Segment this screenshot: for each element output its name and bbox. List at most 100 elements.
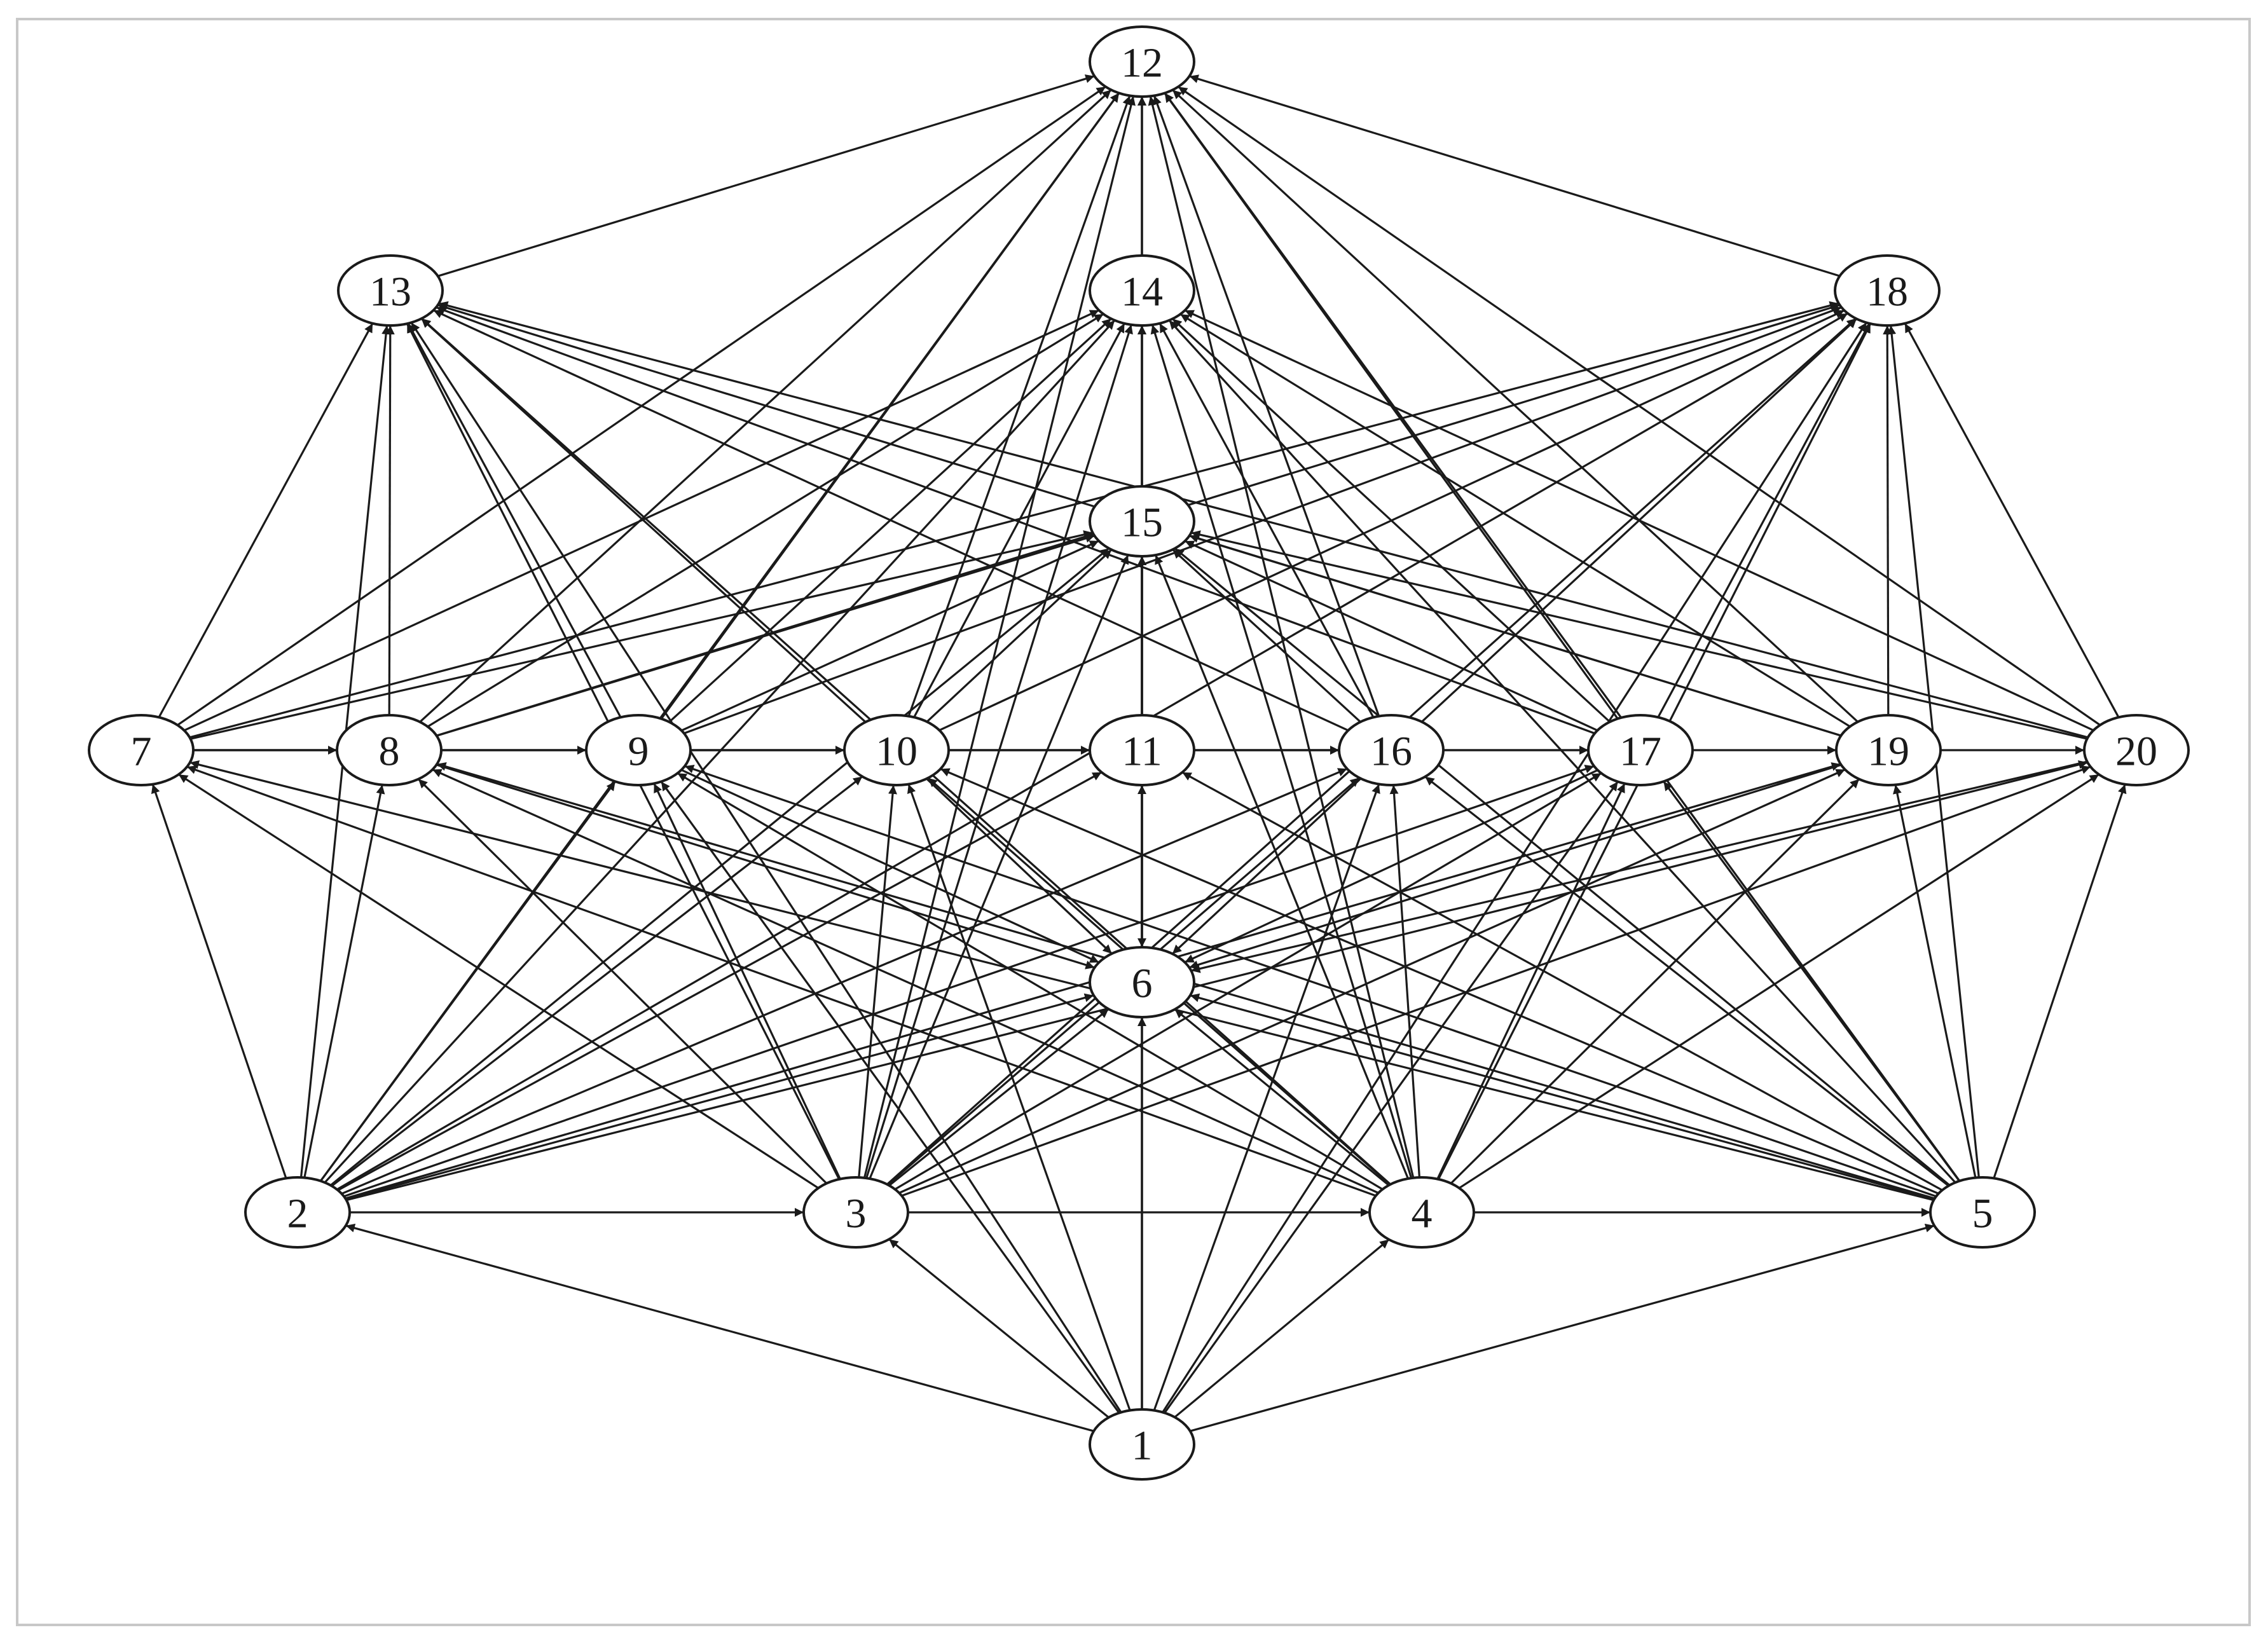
edge-20-18 [1904, 322, 2120, 718]
edge-3-19 [898, 769, 1846, 1194]
node-ellipse [1089, 254, 1195, 327]
edge-1-5 [1190, 1223, 1935, 1432]
node-6: 6 [1089, 946, 1195, 1018]
edge-4-17 [1436, 783, 1626, 1180]
edge-3-9 [653, 783, 841, 1180]
edge-4-7 [186, 765, 1377, 1197]
edge-8-6 [436, 764, 1095, 969]
edge-16-13 [433, 309, 1349, 732]
edge-17-13 [436, 306, 1595, 735]
edge-3-12 [863, 95, 1136, 1179]
node-label: 11 [1122, 729, 1162, 775]
edge-17-18 [1657, 322, 1871, 718]
node-10: 10 [843, 714, 950, 786]
edge-20-15 [1191, 530, 2087, 740]
node-ellipse [1089, 714, 1195, 786]
edge-13-12 [437, 74, 1095, 277]
edge-20-13 [438, 301, 2089, 739]
node-label: 19 [1867, 729, 1909, 775]
edge-19-6 [1188, 764, 1842, 969]
edge-10-12 [907, 95, 1131, 717]
edge-2-16 [341, 767, 1348, 1195]
edge-19-12 [1172, 89, 1859, 723]
node-ellipse [1835, 714, 1942, 786]
node-14: 14 [1089, 254, 1195, 327]
node-label: 8 [379, 729, 400, 775]
edge-3-6 [888, 1008, 1110, 1187]
edge-9-13 [407, 322, 622, 718]
node-label: 1 [1132, 1423, 1153, 1469]
edge-3-8 [417, 778, 828, 1184]
edge-19-14 [1179, 313, 1851, 728]
edge-10-14 [913, 323, 1125, 718]
edge-5-17 [1663, 781, 1960, 1182]
edge-2-7 [151, 784, 287, 1179]
edge-1-9 [660, 781, 1120, 1414]
node-ellipse [1368, 1176, 1475, 1249]
node-ellipse [1089, 485, 1195, 558]
node-5: 5 [1929, 1176, 2036, 1249]
node-ellipse [1089, 25, 1195, 98]
node-ellipse [88, 714, 195, 786]
node-2: 2 [244, 1176, 351, 1249]
node-ellipse [1587, 714, 1694, 786]
edge-8-13 [385, 325, 395, 716]
node-16: 16 [1338, 714, 1445, 786]
edge-4-6 [1174, 1008, 1390, 1186]
edge-9-15 [681, 540, 1099, 732]
edge-5-15 [1174, 547, 1951, 1186]
node-ellipse [802, 1176, 909, 1249]
node-18: 18 [1834, 254, 1941, 327]
edge-3-15 [869, 554, 1129, 1179]
node-label: 12 [1121, 40, 1163, 86]
edge-10-15 [926, 549, 1113, 723]
edge-17-14 [1172, 318, 1611, 723]
edge-9-12 [660, 92, 1120, 720]
edge-5-19 [1893, 784, 1977, 1178]
node-8: 8 [336, 714, 443, 786]
node-ellipse [1089, 946, 1195, 1018]
edge-9-6 [680, 769, 1100, 964]
node-ellipse [1089, 1408, 1195, 1481]
edge-4-16 [1389, 784, 1420, 1178]
edge-5-11 [1181, 771, 1943, 1191]
edge-7-13 [158, 322, 374, 718]
node-7: 7 [88, 714, 195, 786]
edge-4-20 [1459, 773, 2100, 1189]
edge-4-8 [432, 769, 1379, 1194]
node-ellipse [1929, 1176, 2036, 1249]
edge-20-6 [1191, 760, 2087, 973]
node-label: 18 [1866, 269, 1908, 315]
edge-8-14 [427, 313, 1104, 728]
node-ellipse [336, 714, 443, 786]
edge-3-7 [178, 773, 819, 1189]
edge-4-19 [1450, 778, 1860, 1184]
node-label: 5 [1972, 1191, 1993, 1237]
edge-17-15 [1185, 540, 1598, 732]
node-9: 9 [585, 714, 692, 786]
node-ellipse [244, 1176, 351, 1249]
edge-3-17 [894, 772, 1602, 1191]
edge-5-6 [1190, 993, 1935, 1200]
node-label: 15 [1121, 500, 1163, 546]
node-label: 17 [1619, 729, 1661, 775]
edge-1-18 [1162, 322, 1867, 1413]
node-ellipse [2083, 714, 2190, 786]
edge-2-8 [303, 784, 385, 1178]
node-17: 17 [1587, 714, 1694, 786]
edge-1-17 [1164, 781, 1619, 1414]
node-label: 7 [131, 729, 152, 775]
node-label: 4 [1412, 1191, 1433, 1237]
edge-7-15 [190, 530, 1093, 740]
edge-2-15 [329, 547, 1110, 1186]
node-ellipse [337, 254, 444, 327]
node-1: 1 [1089, 1408, 1195, 1481]
edge-5-7 [189, 760, 1934, 1202]
node-3: 3 [802, 1176, 909, 1249]
edge-1-10 [907, 783, 1131, 1411]
edge-4-15 [1155, 554, 1409, 1179]
edge-4-14 [1150, 324, 1413, 1179]
edge-2-17 [343, 765, 1595, 1198]
edge-19-18 [1883, 325, 1892, 716]
